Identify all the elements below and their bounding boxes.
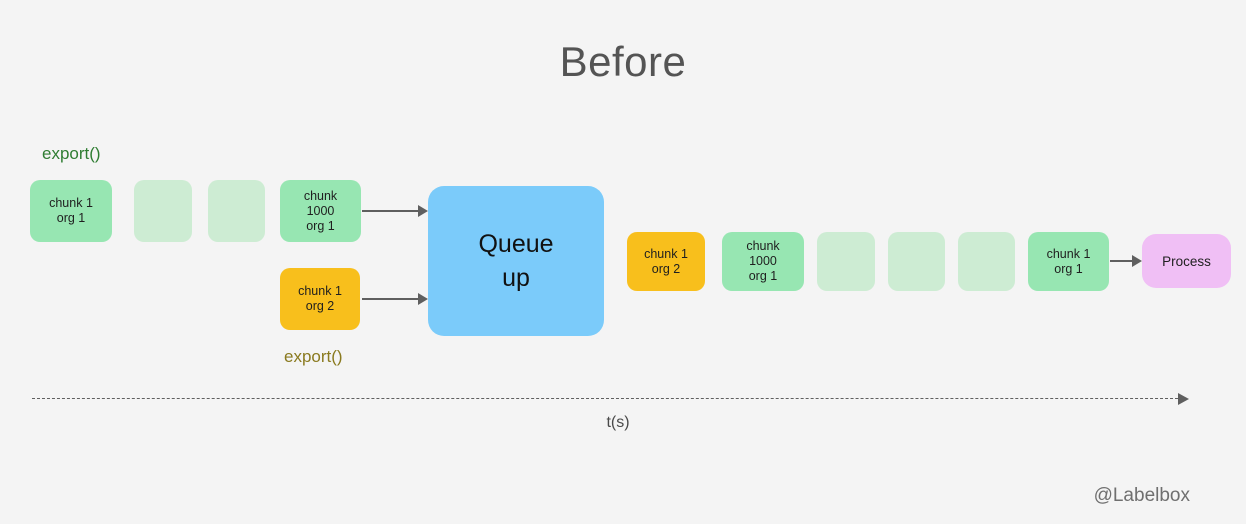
process-box[interactable]: Process (1142, 234, 1231, 288)
right-chunk-1[interactable]: chunk 1 org 2 (627, 232, 705, 291)
arrowhead-icon (1132, 255, 1142, 267)
arrow-shaft (1110, 260, 1133, 262)
right-chunk-4[interactable] (888, 232, 945, 291)
left-chunk-1[interactable]: chunk 1 org 1 (30, 180, 112, 242)
queue-up-box[interactable]: Queue up (428, 186, 604, 336)
timeline-label: t(s) (606, 414, 630, 431)
left-chunk-2[interactable] (134, 180, 192, 242)
timeline-axis (32, 393, 1192, 405)
left-chunk-3[interactable] (208, 180, 265, 242)
right-chunk-3[interactable] (817, 232, 875, 291)
arrow-orange-to-queue (362, 293, 428, 305)
arrow-green-to-queue (362, 205, 428, 217)
arrowhead-icon (418, 205, 428, 217)
arrow-shaft (362, 298, 419, 300)
right-chunk-6[interactable]: chunk 1 org 1 (1028, 232, 1109, 291)
watermark: @Labelbox (1093, 485, 1190, 506)
timeline-arrowhead-icon (1178, 393, 1189, 405)
left-chunk-4[interactable]: chunk 1000 org 1 (280, 180, 361, 242)
page-title: Before (559, 38, 687, 85)
export-label-top: export() (42, 144, 101, 163)
arrow-shaft (362, 210, 419, 212)
left-orange-chunk[interactable]: chunk 1 org 2 (280, 268, 360, 330)
right-chunk-5[interactable] (958, 232, 1015, 291)
arrow-chunk-to-process (1110, 255, 1142, 267)
arrowhead-icon (418, 293, 428, 305)
right-chunk-2[interactable]: chunk 1000 org 1 (722, 232, 804, 291)
export-label-bottom: export() (284, 347, 343, 366)
timeline-dashed-line (32, 398, 1178, 399)
